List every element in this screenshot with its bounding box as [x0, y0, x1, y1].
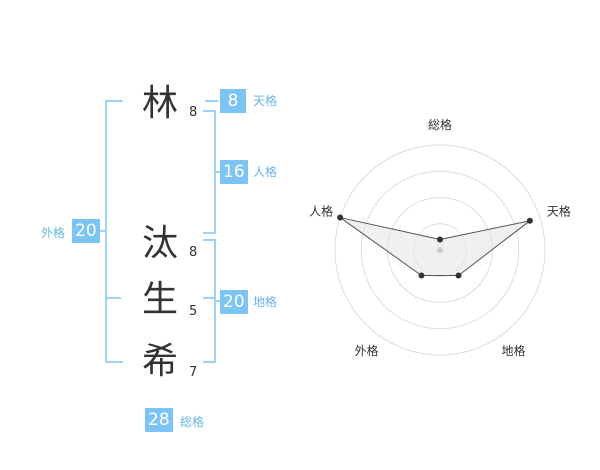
- radar-point-2: [526, 217, 533, 224]
- radar-axis-label-2: 天格: [547, 203, 571, 218]
- gaikaku-value: 20: [72, 219, 100, 243]
- jinkaku-label: 人格: [253, 165, 278, 179]
- radar-point-4: [418, 272, 425, 279]
- name-char-2: 汰: [141, 223, 178, 264]
- name-char-4: 希: [141, 341, 178, 382]
- radar-point-5: [337, 214, 344, 221]
- radar-grid-ring: [334, 144, 546, 356]
- radar-grid-ring: [360, 170, 520, 330]
- jinkaku-connector: [214, 171, 220, 173]
- gaikaku-bracket: [105, 100, 123, 363]
- radar-point-1: [437, 236, 443, 243]
- chikaku-mid: [203, 297, 214, 299]
- tenkaku-label: 天格: [253, 94, 278, 108]
- chikaku-connector: [214, 300, 220, 302]
- radar-axis-label-5: 人格: [309, 203, 333, 218]
- radar-axis-label-4: 外格: [355, 343, 379, 358]
- radar-center-dot: [437, 247, 443, 253]
- name-char-3: 生: [141, 279, 178, 320]
- radar-point-3: [455, 272, 462, 279]
- chikaku-value: 20: [220, 290, 248, 314]
- jinkaku-value: 16: [220, 160, 248, 184]
- tenkaku-tick: [205, 100, 218, 102]
- gaikaku-bracket-mid: [105, 297, 121, 299]
- stroke-count-2: 8: [189, 245, 198, 260]
- chikaku-label: 地格: [253, 295, 278, 309]
- stroke-count-3: 5: [189, 304, 198, 319]
- gaikaku-label: 外格: [41, 226, 66, 240]
- stroke-count-4: 7: [189, 365, 198, 380]
- soukaku-label: 総格: [180, 415, 205, 429]
- name-char-1: 林: [141, 83, 178, 124]
- stroke-count-1: 8: [189, 105, 198, 120]
- tenkaku-value: 8: [220, 89, 246, 113]
- soukaku-value: 28: [145, 408, 173, 432]
- gaikaku-connector: [98, 230, 105, 232]
- radar-series-shape: [339, 217, 531, 276]
- radar-axis-label-1: 総格: [428, 117, 452, 132]
- radar-axis-label-3: 地格: [501, 343, 525, 358]
